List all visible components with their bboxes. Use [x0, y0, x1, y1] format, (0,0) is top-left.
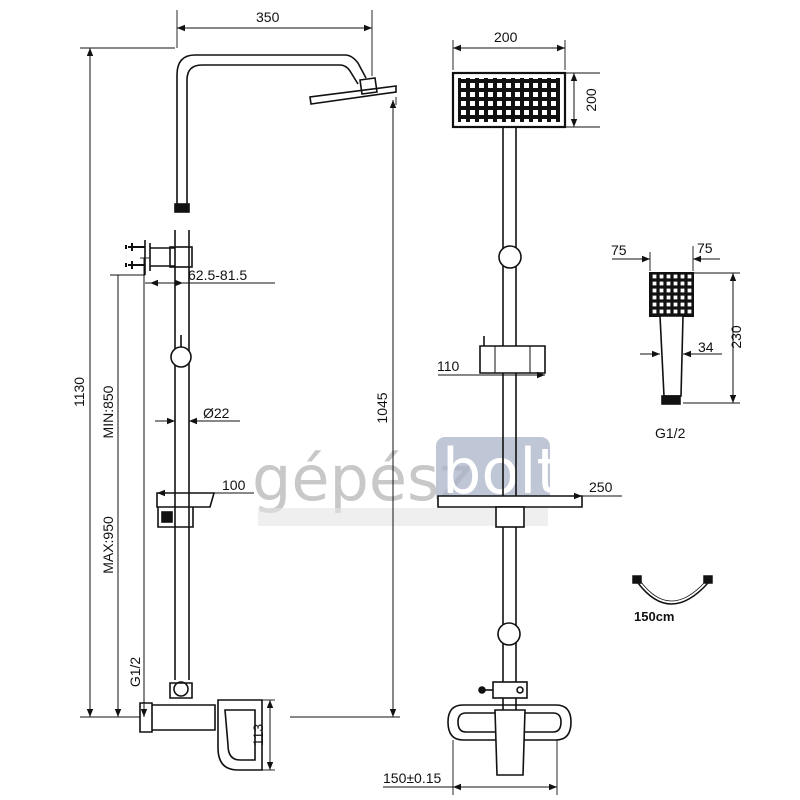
- watermark-bolt-box: [436, 437, 550, 505]
- shower-arm-inner: [186, 64, 359, 207]
- shelf-clamp: [157, 507, 194, 528]
- dim-62-5-81-5: 62.5-81.5: [188, 267, 247, 283]
- bracket-block: [169, 246, 193, 268]
- dim-1045: 1045: [374, 392, 390, 423]
- shelf-side: [156, 492, 216, 508]
- shelf-front: [437, 495, 583, 508]
- hose-icon: [632, 575, 713, 605]
- side-view: [80, 10, 400, 771]
- watermark-text-gepesz: gépész: [252, 442, 472, 515]
- dim-350: 350: [256, 9, 280, 25]
- shelf-clamp-front: [495, 506, 525, 528]
- front-slider-knob: [498, 245, 522, 269]
- screw-icon: [125, 261, 145, 269]
- watermark-reflection: [258, 508, 548, 526]
- dim-100: 100: [222, 477, 246, 493]
- mixer-valve-side: [149, 704, 216, 731]
- hose-length-label: 150cm: [634, 609, 674, 624]
- dim-150: 150±0.15: [383, 770, 442, 786]
- dim-max-950: MAX:950: [100, 516, 116, 574]
- dim-hand-thread: G1/2: [655, 425, 686, 441]
- front-lower-knob: [497, 622, 521, 646]
- diverter-knob: [173, 681, 189, 697]
- hand-shower-head: [649, 272, 694, 317]
- mixer-lever-side: [217, 699, 263, 771]
- rain-head-side: [309, 85, 397, 105]
- dim-hand-width-75-a: 75: [611, 242, 627, 258]
- dim-hand-length-230: 230: [728, 325, 744, 349]
- dim-diameter-22: Ø22: [203, 405, 230, 421]
- dim-1130: 1130: [71, 377, 87, 407]
- diverter-front: [492, 681, 528, 699]
- dim-handle-34: 34: [698, 339, 714, 355]
- dim-g1-2-side: G1/2: [127, 657, 143, 688]
- hand-holder: [479, 345, 546, 374]
- screw-icon: [125, 243, 145, 251]
- dim-head-width-200: 200: [494, 29, 518, 45]
- dim-min-850: MIN:850: [100, 385, 116, 438]
- mixer-spout-front: [494, 709, 526, 776]
- dim-hand-width-75-b: 75: [697, 240, 713, 256]
- dim-113: 113: [250, 724, 266, 747]
- front-view: [383, 40, 622, 795]
- rain-head-connector: [359, 77, 378, 95]
- rain-head-nozzle-grid: [458, 78, 560, 122]
- slider-knob: [170, 346, 192, 368]
- wall-bracket-top: [149, 243, 175, 271]
- mixer-body-front: [447, 704, 572, 741]
- dim-250: 250: [589, 479, 613, 495]
- dim-head-height-200: 200: [583, 88, 599, 112]
- arm-bottom-fitting: [174, 203, 190, 213]
- dim-110: 110: [437, 358, 460, 374]
- hand-shower-handle: [659, 315, 684, 397]
- hand-shower-view: [612, 246, 740, 405]
- shower-arm: [176, 54, 367, 207]
